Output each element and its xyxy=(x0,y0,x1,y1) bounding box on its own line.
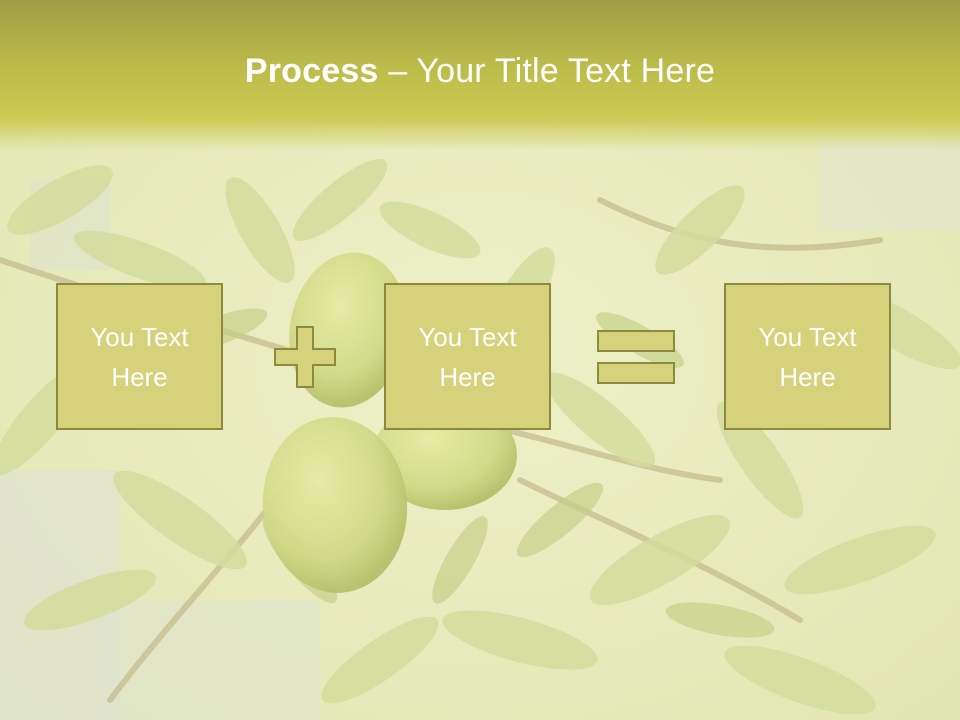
slide-title: Process – Your Title Text Here xyxy=(0,52,960,91)
title-bar xyxy=(0,0,960,150)
equals-icon xyxy=(597,330,675,384)
plus-icon xyxy=(274,326,336,388)
title-rest: – Your Title Text Here xyxy=(378,52,716,90)
title-bold: Process xyxy=(244,52,379,90)
